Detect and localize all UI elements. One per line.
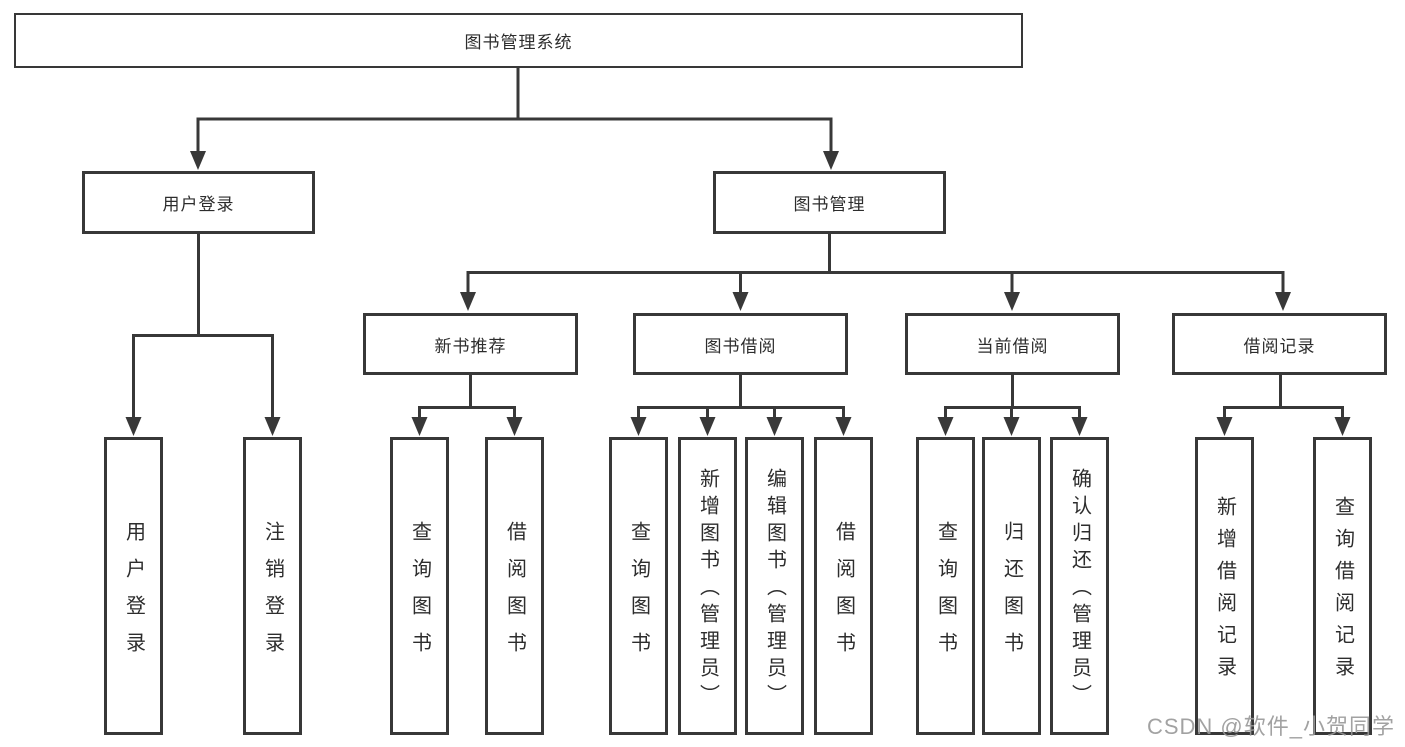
node-label: 当前借阅 xyxy=(976,336,1049,356)
arrowhead xyxy=(835,417,852,436)
connector-bookmgmt-to-level3 xyxy=(466,234,1285,294)
arrowhead xyxy=(506,417,523,436)
arrowhead xyxy=(125,417,142,436)
node-label: 查询图书 xyxy=(627,520,650,669)
leaf-add-books-admin: 新增图书（管理员） xyxy=(678,437,737,735)
connector-records-to-leaves xyxy=(1223,375,1344,419)
leaf-confirm-return-admin: 确认归还（管理员） xyxy=(1050,437,1109,735)
node-label: 编辑图书（管理员） xyxy=(763,468,786,711)
leaf-logout: 注销登录 xyxy=(243,437,302,735)
arrowhead xyxy=(732,292,749,311)
node-label: 新增图书（管理员） xyxy=(696,468,719,711)
arrowheads xyxy=(125,151,1351,436)
node-new-book-recommend: 新书推荐 xyxy=(363,313,578,375)
arrowhead xyxy=(1216,417,1233,436)
arrowhead xyxy=(190,151,206,170)
arrowhead xyxy=(1004,292,1020,311)
node-label: 新书推荐 xyxy=(434,336,507,356)
node-book-borrowing: 图书借阅 xyxy=(633,313,848,375)
connector-borrow-to-leaves xyxy=(637,375,845,419)
arrowhead xyxy=(411,417,428,436)
arrowhead xyxy=(1071,417,1088,436)
connector-newrec-to-leaves xyxy=(418,375,516,419)
node-label: 查询图书 xyxy=(934,520,957,669)
node-label: 用户登录 xyxy=(122,520,145,669)
node-label: 查询图书 xyxy=(408,520,431,669)
node-label: 用户登录 xyxy=(162,195,235,214)
arrowhead xyxy=(699,417,716,436)
node-label: 借阅记录 xyxy=(1243,336,1316,356)
leaf-add-borrow-record: 新增借阅记录 xyxy=(1195,437,1254,735)
leaf-query-books-current: 查询图书 xyxy=(916,437,975,735)
connector-current-to-leaves xyxy=(944,375,1081,419)
arrowhead xyxy=(823,151,839,170)
leaf-query-borrow-record: 查询借阅记录 xyxy=(1313,437,1372,735)
node-library-system: 图书管理系统 xyxy=(14,13,1023,68)
node-label: 借阅图书 xyxy=(503,520,526,669)
arrowhead xyxy=(460,292,476,311)
arrowhead xyxy=(1275,292,1291,311)
node-label: 图书借阅 xyxy=(704,336,777,356)
node-label: 新增借阅记录 xyxy=(1213,496,1236,688)
node-label: 图书管理系统 xyxy=(464,33,573,52)
leaf-edit-books-admin: 编辑图书（管理员） xyxy=(745,437,804,735)
connector-root-to-level2 xyxy=(196,68,833,152)
leaf-query-books-borrowing: 查询图书 xyxy=(609,437,668,735)
node-label: 确认归还（管理员） xyxy=(1068,468,1091,711)
connector-userlogin-to-leaves xyxy=(132,234,274,418)
node-current-borrowing: 当前借阅 xyxy=(905,313,1120,375)
leaf-borrow-books-recommend: 借阅图书 xyxy=(485,437,544,735)
leaf-user-login: 用户登录 xyxy=(104,437,163,735)
csdn-watermark: CSDN @软件_小贺同学 xyxy=(1146,714,1395,739)
leaf-query-books-recommend: 查询图书 xyxy=(390,437,449,735)
arrowhead xyxy=(766,417,783,436)
arrowhead xyxy=(264,417,281,436)
arrowhead xyxy=(937,417,954,436)
node-borrow-records: 借阅记录 xyxy=(1172,313,1387,375)
node-user-login: 用户登录 xyxy=(82,171,315,234)
node-label: 图书管理 xyxy=(793,195,866,214)
node-label: 注销登录 xyxy=(261,520,284,669)
node-label: 借阅图书 xyxy=(832,520,855,669)
leaf-borrow-books: 借阅图书 xyxy=(814,437,873,735)
node-book-management: 图书管理 xyxy=(713,171,946,234)
arrowhead xyxy=(1003,417,1020,436)
arrowhead xyxy=(630,417,647,436)
node-label: 查询借阅记录 xyxy=(1331,496,1354,688)
leaf-return-books: 归还图书 xyxy=(982,437,1041,735)
arrowhead xyxy=(1334,417,1351,436)
node-label: 归还图书 xyxy=(1000,520,1023,669)
